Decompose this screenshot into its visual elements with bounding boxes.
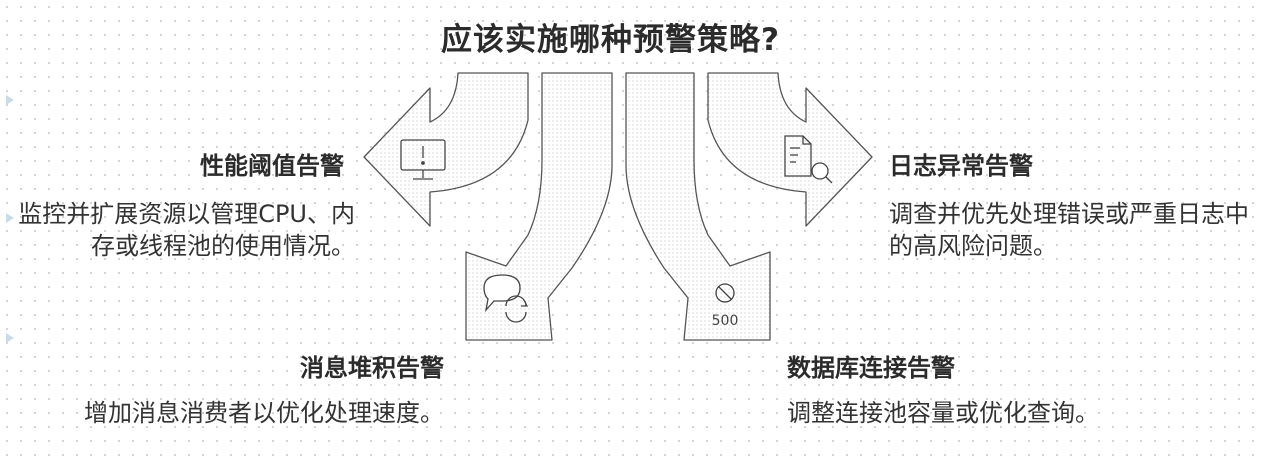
chat-refresh-icon <box>483 274 529 323</box>
error-500-icon: 500 <box>712 283 739 329</box>
description-log: 调查并优先处理错误或严重日志中的高风险问题。 <box>889 200 1249 260</box>
edge-marker <box>6 333 14 343</box>
description-performance: 监控并扩展资源以管理CPU、内存或线程池的使用情况。 <box>18 200 355 260</box>
error-code-text: 500 <box>712 313 739 329</box>
arrow-message <box>465 72 613 341</box>
heading-log: 日志异常告警 <box>889 152 1033 180</box>
monitor-alert-icon <box>400 139 446 180</box>
description-message: 增加消息消费者以优化处理速度。 <box>84 399 444 427</box>
diagram-title: 应该实施哪种预警策略? <box>441 22 780 58</box>
document-search-icon <box>784 135 833 184</box>
arrow-log <box>707 72 873 227</box>
edge-marker <box>6 95 14 105</box>
edge-marker <box>6 213 14 223</box>
arrow-database <box>625 72 771 341</box>
heading-performance: 性能阈值告警 <box>200 152 344 180</box>
heading-message: 消息堆积告警 <box>300 354 444 382</box>
description-database: 调整连接池容量或优化查询。 <box>787 399 1099 427</box>
heading-database: 数据库连接告警 <box>787 354 955 382</box>
arrow-performance <box>363 72 529 227</box>
